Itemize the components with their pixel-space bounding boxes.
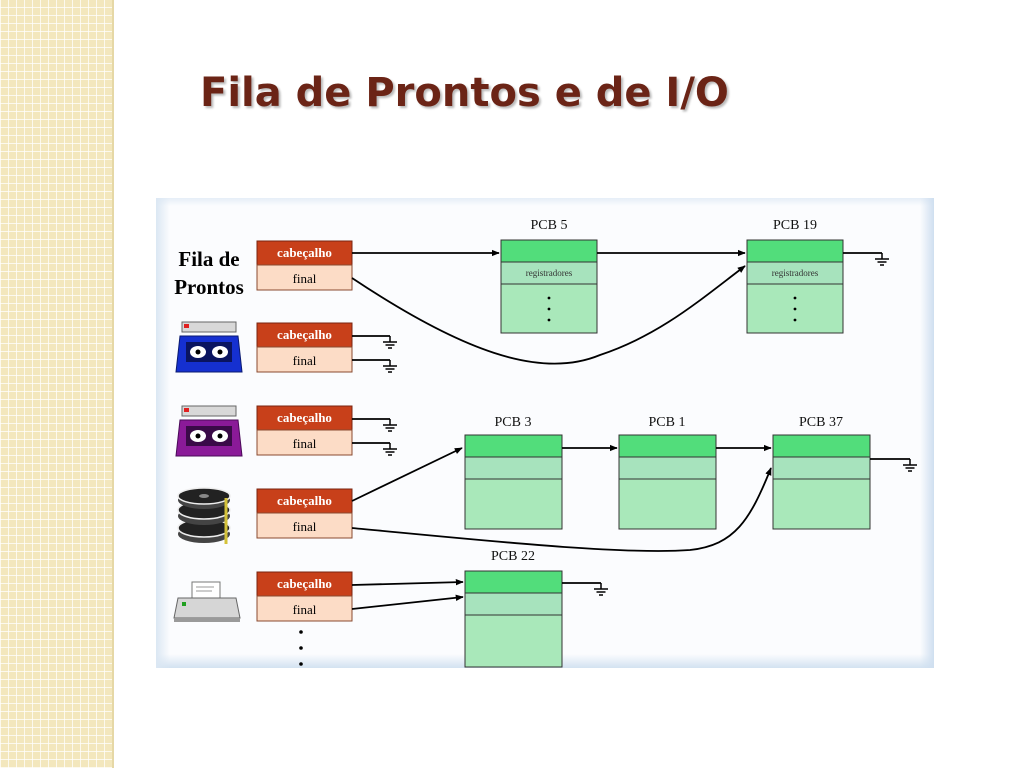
null-pointer-icon	[382, 418, 398, 432]
queue-header-label: cabeçalho	[277, 327, 332, 342]
disk-queue-block: cabeçalho final	[256, 488, 353, 539]
pcb-1: PCB 1	[618, 415, 717, 530]
disk-queue-links	[351, 444, 910, 552]
diagram-frame: Fila de Prontos cabeçalho final cabeçalh…	[156, 198, 934, 668]
null-pointer-icon	[874, 252, 890, 266]
queue-header-label: cabeçalho	[277, 410, 332, 425]
queue-tail-label: final	[293, 602, 317, 617]
null-pointer-icon	[382, 442, 398, 456]
more-queues-ellipsis	[299, 630, 303, 666]
queue-tail-label: final	[293, 271, 317, 286]
pcb-label: PCB 19	[773, 218, 817, 233]
pcb-3: PCB 3	[464, 415, 563, 530]
null-pointer-icon	[902, 458, 918, 472]
null-pointer-icon	[593, 582, 609, 596]
pcb-37: PCB 37	[772, 415, 871, 530]
queue-diagram: Fila de Prontos cabeçalho final cabeçalh…	[173, 218, 918, 668]
ready-queue-label-line1: Fila de	[178, 247, 239, 271]
slide-title: Fila de Prontos e de I/O	[200, 70, 729, 116]
registers-label: registradores	[526, 268, 573, 278]
queue-tail-label: final	[293, 519, 317, 534]
pcb-19: PCB 19 registradores	[746, 218, 844, 334]
tape-queue-1-links	[352, 335, 390, 361]
pcb-label: PCB 3	[495, 415, 532, 430]
printer-icon	[173, 581, 241, 622]
pcb-22: PCB 22	[464, 549, 563, 668]
tape-queue-1-block: cabeçalho final	[256, 322, 353, 373]
pcb-5: PCB 5 registradores	[500, 218, 598, 334]
tape-queue-2-block: cabeçalho final	[256, 405, 353, 456]
queue-header-label: cabeçalho	[277, 245, 332, 260]
tape-drive-icon	[175, 405, 243, 457]
null-pointer-icon	[382, 335, 398, 349]
ready-queue-links	[351, 249, 882, 365]
pcb-label: PCB 1	[649, 415, 686, 430]
ready-queue-label-line2: Prontos	[174, 275, 244, 299]
side-strip-edge	[112, 0, 114, 768]
queue-tail-label: final	[293, 436, 317, 451]
tape-drive-icon	[175, 321, 243, 373]
ready-queue-block: cabeçalho final	[256, 240, 353, 291]
decorative-side-strip	[0, 0, 112, 768]
printer-queue-block: cabeçalho final	[256, 571, 353, 622]
disk-icon	[177, 487, 231, 544]
printer-queue-links	[351, 578, 601, 610]
tape-queue-2-links	[352, 418, 390, 444]
queue-header-label: cabeçalho	[277, 493, 332, 508]
pcb-label: PCB 37	[799, 415, 843, 430]
queue-tail-label: final	[293, 353, 317, 368]
queue-header-label: cabeçalho	[277, 576, 332, 591]
null-pointer-icon	[382, 359, 398, 373]
registers-label: registradores	[772, 268, 819, 278]
pcb-label: PCB 5	[531, 218, 568, 233]
pcb-label: PCB 22	[491, 549, 535, 564]
